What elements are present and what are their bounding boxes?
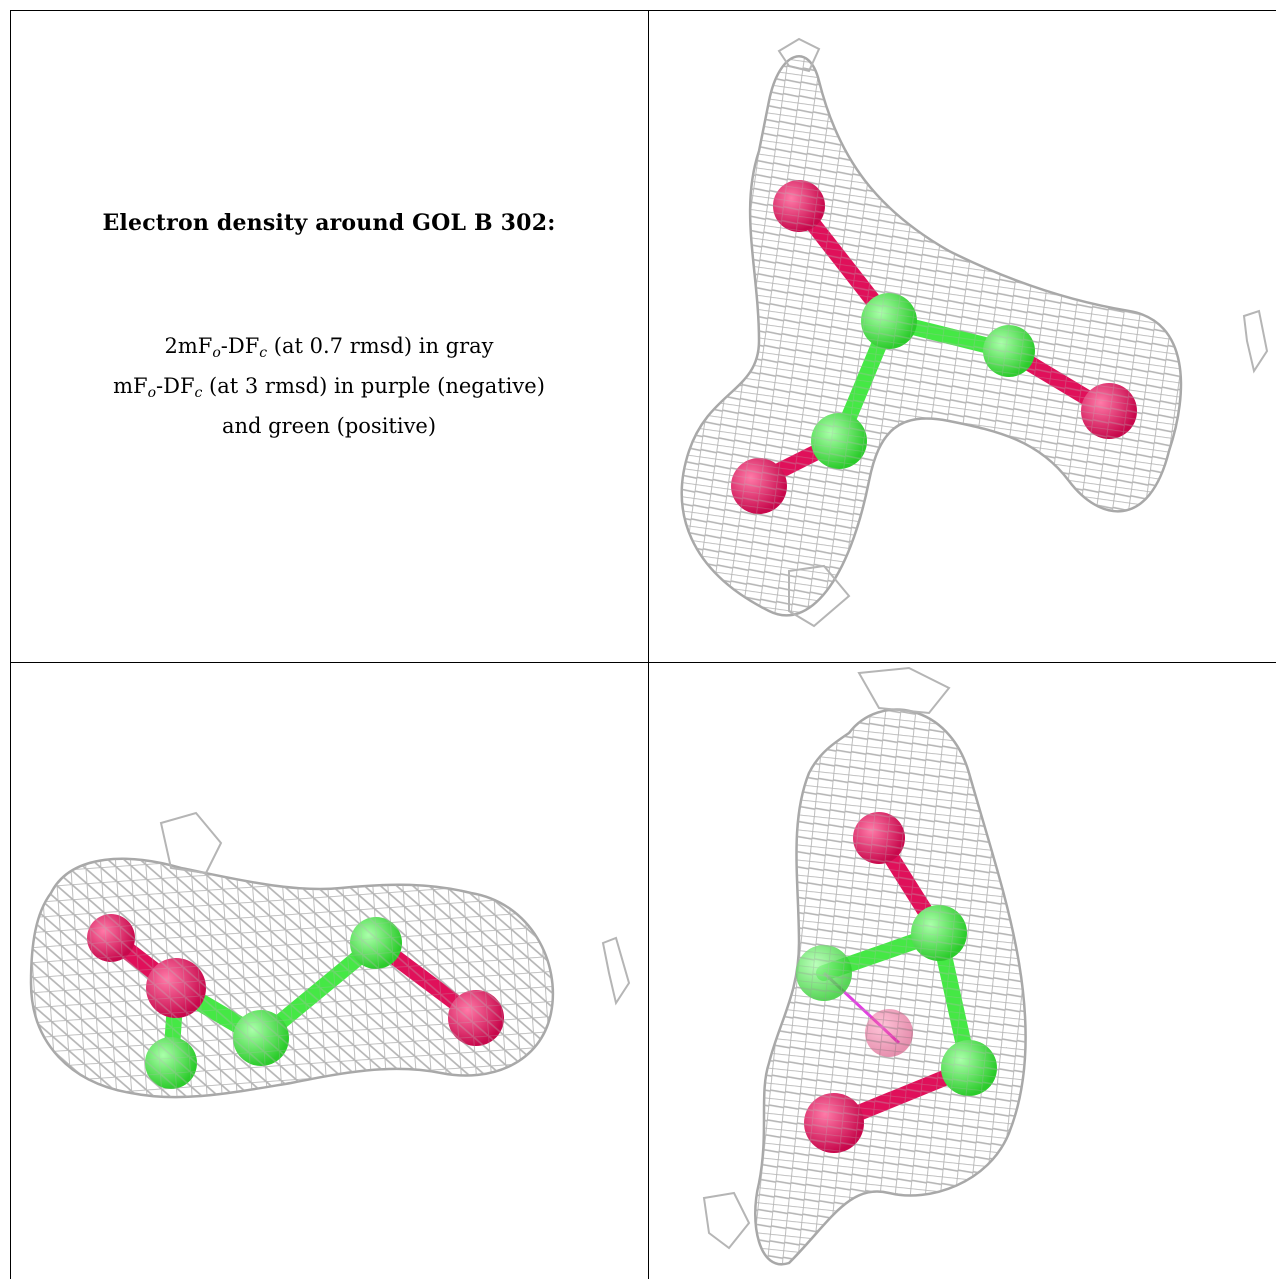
view-top-right bbox=[649, 11, 1276, 662]
legend-line-colors: and green (positive) bbox=[221, 414, 437, 438]
view-bottom-left bbox=[11, 663, 648, 1279]
legend-cell: Electron density around GOL B 302: 2mFo-… bbox=[10, 10, 648, 662]
mesh-fragment-top bbox=[159, 811, 223, 875]
mesh-fragment-right bbox=[601, 936, 631, 1006]
mesh-fragment-right bbox=[1242, 309, 1269, 374]
legend-line-fo-fc: mFo-DFc (at 3 rmsd) in purple (negative) bbox=[113, 374, 545, 401]
top-border bbox=[10, 10, 1276, 11]
density-render-top-right bbox=[680, 37, 1269, 628]
legend-title: Electron density around GOL B 302: bbox=[102, 210, 556, 236]
density-render-bottom-right bbox=[702, 666, 1027, 1266]
legend-line-2fo-fc: 2mFo-DFc (at 0.7 rmsd) in gray bbox=[164, 334, 494, 361]
legend-description: 2mFo-DFc (at 0.7 rmsd) in gray mFo-DFc (… bbox=[10, 330, 648, 443]
left-border bbox=[10, 10, 11, 1279]
density-mesh-overlay bbox=[31, 858, 553, 1098]
center-divider bbox=[648, 10, 649, 1279]
middle-divider bbox=[10, 662, 1276, 663]
mesh-fragment-top bbox=[857, 666, 951, 715]
mesh-fragment-bottom bbox=[702, 1191, 751, 1250]
density-render-bottom-left bbox=[29, 811, 631, 1099]
density-mesh-overlay bbox=[755, 709, 1026, 1265]
density-mesh-overlay bbox=[681, 56, 1181, 616]
view-bottom-right bbox=[649, 663, 1276, 1279]
